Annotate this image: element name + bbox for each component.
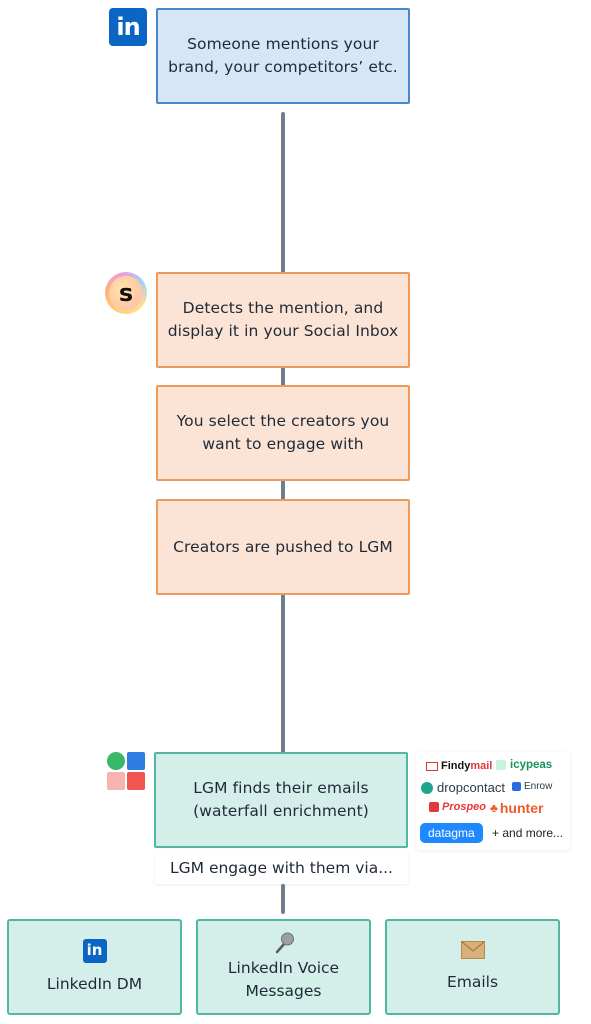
connector-line bbox=[281, 479, 285, 501]
findymail-icon bbox=[426, 761, 438, 771]
select-text: You select the creators you want to enga… bbox=[176, 412, 390, 453]
dropcontact-logo: dropcontact bbox=[421, 780, 505, 795]
linkedin-logo-icon: in bbox=[109, 8, 147, 46]
microphone-icon bbox=[275, 932, 294, 954]
detect-text: Detects the mention, and display it in y… bbox=[167, 299, 399, 340]
icypeas-icon bbox=[496, 760, 506, 770]
enrich-node: LGM finds their emails (waterfall enrich… bbox=[154, 752, 408, 848]
s-logo-icon: s bbox=[105, 272, 147, 314]
channel-linkedin-voice: LinkedIn Voice Messages bbox=[196, 919, 371, 1015]
envelope-icon bbox=[460, 940, 485, 959]
channel-label: Emails bbox=[446, 972, 499, 991]
connector-line bbox=[281, 366, 285, 388]
channel-label: LinkedIn DM bbox=[46, 974, 143, 993]
channel-linkedin-dm: in LinkedIn DM bbox=[7, 919, 182, 1015]
mention-text: Someone mentions your brand, your compet… bbox=[168, 35, 398, 76]
linkedin-icon: in bbox=[82, 938, 107, 963]
hunter-icon: ♣ bbox=[490, 801, 498, 815]
connector-line bbox=[281, 593, 285, 754]
engage-caption: LGM engage with them via... bbox=[155, 852, 408, 884]
push-node: Creators are pushed to LGM bbox=[156, 499, 410, 595]
mention-node: Someone mentions your brand, your compet… bbox=[156, 8, 410, 104]
enrich-text: LGM finds their emails (waterfall enrich… bbox=[193, 779, 369, 820]
icypeas-logo: icypeas bbox=[496, 759, 552, 771]
connector-line bbox=[281, 112, 285, 274]
connector-line bbox=[281, 884, 285, 914]
channel-emails: Emails bbox=[385, 919, 560, 1015]
hunter-logo: ♣ hunter bbox=[490, 800, 544, 816]
dropcontact-icon bbox=[421, 781, 433, 794]
prospeo-icon bbox=[429, 802, 439, 812]
more-vendors-text: + and more... bbox=[492, 826, 564, 840]
select-node: You select the creators you want to enga… bbox=[156, 385, 410, 481]
datagma-logo: datagma bbox=[420, 823, 483, 843]
lgm-logo-icon bbox=[107, 752, 145, 790]
push-text: Creators are pushed to LGM bbox=[173, 537, 393, 556]
enrow-logo: Enrow bbox=[512, 781, 552, 792]
prospeo-logo: Prospeo bbox=[429, 801, 486, 813]
detect-node: Detects the mention, and display it in y… bbox=[156, 272, 410, 368]
enrow-icon bbox=[512, 782, 521, 791]
channel-label: LinkedIn Voice Messages bbox=[227, 959, 340, 1000]
